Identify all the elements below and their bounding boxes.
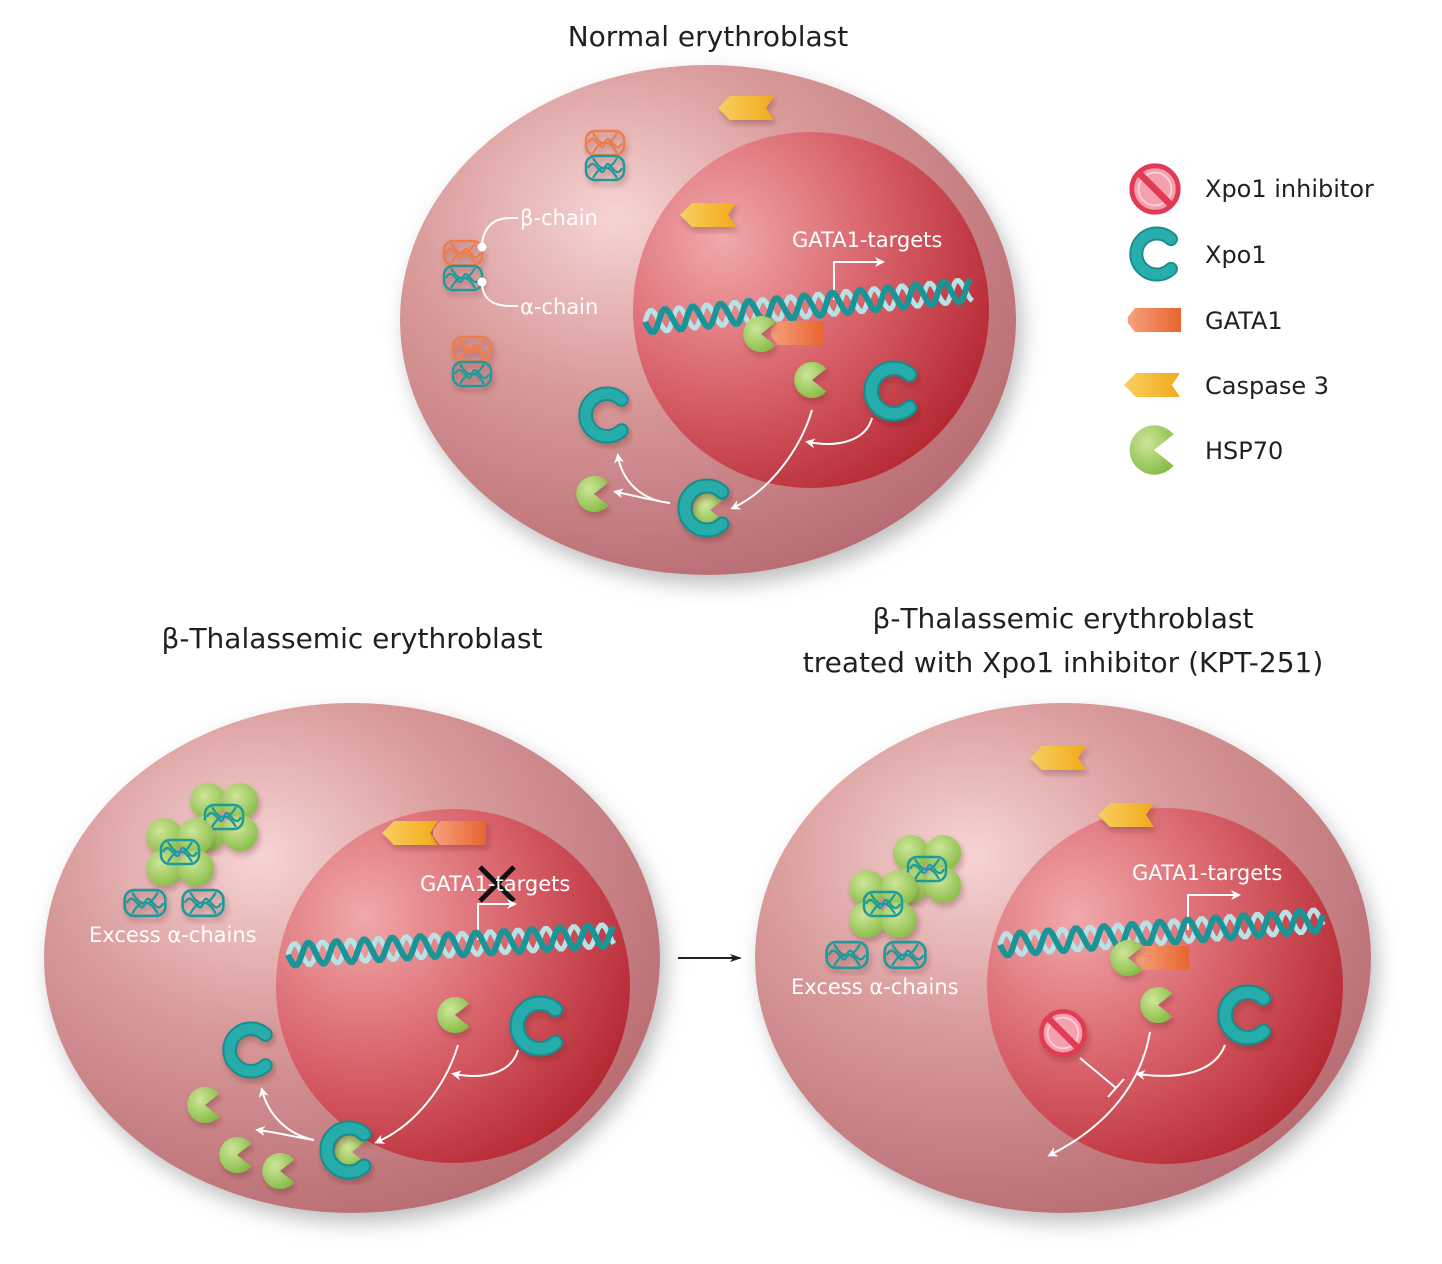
title-thalassemic: β-Thalassemic erythroblast xyxy=(161,622,542,655)
dna-helix xyxy=(285,922,617,969)
excess-alpha-chains-label: Excess α-chains xyxy=(791,975,959,999)
chain-bracket xyxy=(481,217,518,307)
legend-label: HSP70 xyxy=(1205,437,1283,465)
gata1-icon xyxy=(433,821,486,845)
beta-chain-label: β-chain xyxy=(520,206,598,230)
caspase3-icon xyxy=(680,203,736,227)
legend-label: Caspase 3 xyxy=(1205,372,1329,400)
export-arrow xyxy=(1047,1031,1151,1157)
legend-label: Xpo1 xyxy=(1205,241,1267,269)
release-xpo1-arrow xyxy=(614,453,671,504)
caspase3-icon xyxy=(1124,373,1180,397)
hsp70-alpha-chain-cluster xyxy=(849,870,917,938)
inhibition-line xyxy=(1079,1057,1125,1098)
dna-helix xyxy=(997,907,1326,959)
transcription-arrow xyxy=(477,899,517,940)
gata1-targets-label: GATA1-targets xyxy=(420,872,570,896)
export-arrow xyxy=(730,409,813,510)
gata1-targets-label: GATA1-targets xyxy=(792,228,942,252)
title-treated-line1: β-Thalassemic erythroblast xyxy=(872,602,1253,635)
dna-strand-light xyxy=(285,922,617,968)
release-xpo1-arrow xyxy=(258,1087,315,1141)
export-arrow xyxy=(374,1044,459,1144)
panel-thalassemic: Excess α-chains GATA1-targets xyxy=(44,703,660,1213)
beta-chain-dot xyxy=(477,242,487,252)
xpo1-import-arrow xyxy=(451,1049,519,1081)
dna-strand-dark xyxy=(285,922,616,969)
dna-strand-dark xyxy=(642,277,973,336)
xpo1-import-arrow xyxy=(805,417,873,449)
alpha-chain-dot xyxy=(477,277,487,287)
gata1-icon xyxy=(771,321,824,345)
xpo1-import-arrow xyxy=(1135,1044,1226,1080)
blocked-x-icon xyxy=(478,865,516,903)
xpo1-icon xyxy=(1136,233,1171,274)
legend-label: GATA1 xyxy=(1205,307,1283,335)
excess-alpha-chains-label: Excess α-chains xyxy=(89,923,257,947)
panel-treated: Excess α-chains GATA1-targets xyxy=(755,703,1371,1213)
caspase3-icon xyxy=(718,96,774,120)
xpo1-inhibitor-icon xyxy=(1132,166,1178,212)
hsp70-alpha-chain-cluster xyxy=(146,818,214,886)
legend-label: Xpo1 inhibitor xyxy=(1205,175,1374,203)
hsp70-icon xyxy=(1129,425,1174,475)
alpha-chain-label: α-chain xyxy=(520,295,598,319)
dna-strand-light xyxy=(997,907,1326,957)
title-treated-line2: treated with Xpo1 inhibitor (KPT-251) xyxy=(803,646,1324,679)
dna-strand-dark xyxy=(997,908,1326,959)
gata1-icon xyxy=(1136,946,1189,970)
dna-helix xyxy=(642,277,975,336)
caspase3-icon xyxy=(1030,746,1086,770)
xpo1-inhibitor-icon xyxy=(1041,1011,1084,1054)
gata1-targets-label: GATA1-targets xyxy=(1132,861,1282,885)
legend: Xpo1 inhibitor Xpo1 GATA1 Caspase 3 HSP7… xyxy=(1124,166,1374,475)
panel-normal: β-chain α-chain GATA1-targets xyxy=(400,65,1016,575)
cell-nucleus xyxy=(276,809,630,1163)
caspase3-icon xyxy=(1098,803,1154,827)
title-normal: Normal erythroblast xyxy=(568,20,849,53)
gata1-icon xyxy=(1128,308,1181,332)
transcription-arrow xyxy=(833,257,885,300)
cell-nucleus xyxy=(987,808,1343,1164)
